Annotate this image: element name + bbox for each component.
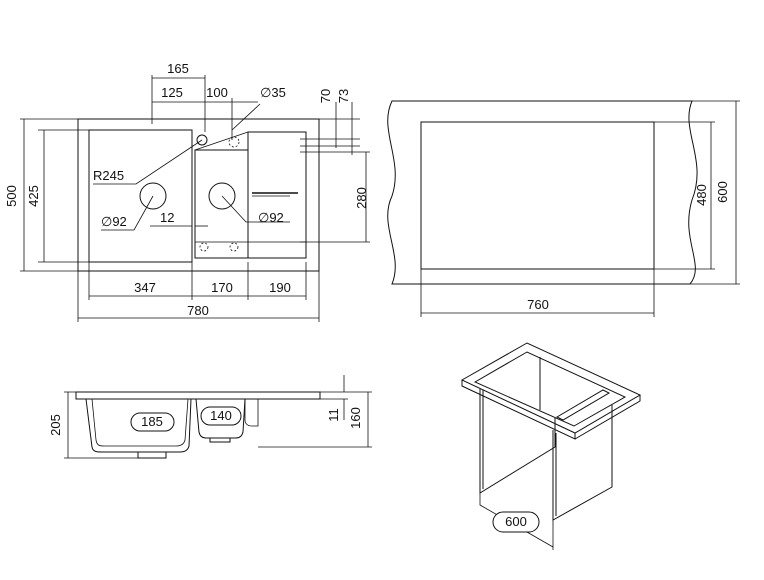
dim-70: 70 <box>318 89 333 103</box>
dim-160: 160 <box>348 407 363 429</box>
dim-185: 185 <box>141 414 163 429</box>
dim-190: 190 <box>269 280 291 295</box>
cutout-opening <box>420 121 655 270</box>
dim-165: 165 <box>167 61 189 76</box>
dim-125: 125 <box>161 85 183 100</box>
countertop <box>387 100 698 285</box>
top-view: 165 125 100 ∅35 70 73 280 500 425 R245 ∅… <box>4 61 370 322</box>
drainer-area <box>247 131 307 259</box>
dim-r245: R245 <box>93 168 124 183</box>
iso-view: 600 <box>460 342 642 550</box>
dim-100: 100 <box>206 85 228 100</box>
dim-480: 480 <box>694 184 709 206</box>
dim-d92-right: ∅92 <box>258 210 284 225</box>
small-drain <box>208 182 236 210</box>
dim-11: 11 <box>326 408 341 422</box>
overflow-hole <box>228 136 240 148</box>
dim-600: 600 <box>715 181 730 203</box>
dim-12: 12 <box>160 210 174 225</box>
dim-280: 280 <box>354 187 369 209</box>
main-drain <box>139 182 167 210</box>
side-top <box>75 391 321 400</box>
sink-outline <box>77 118 320 272</box>
dim-500: 500 <box>4 185 19 207</box>
dim-170: 170 <box>211 280 233 295</box>
dim-205: 205 <box>48 414 63 436</box>
cutout-view: 480 600 760 <box>387 100 740 317</box>
dim-140: 140 <box>210 408 232 423</box>
dim-425: 425 <box>26 185 41 207</box>
dim-760: 760 <box>527 297 549 312</box>
iso-leg-right <box>552 405 613 521</box>
dim-73: 73 <box>336 89 351 103</box>
dim-d35: ∅35 <box>260 85 286 100</box>
tap-hole <box>196 134 208 146</box>
iso-leg-left <box>479 389 556 494</box>
dim-d92-left: ∅92 <box>101 214 127 229</box>
iso-dim-600: 600 <box>505 514 527 529</box>
side-view: 185 140 205 11 160 <box>48 375 372 459</box>
dim-780: 780 <box>187 303 209 318</box>
dim-347: 347 <box>134 280 156 295</box>
